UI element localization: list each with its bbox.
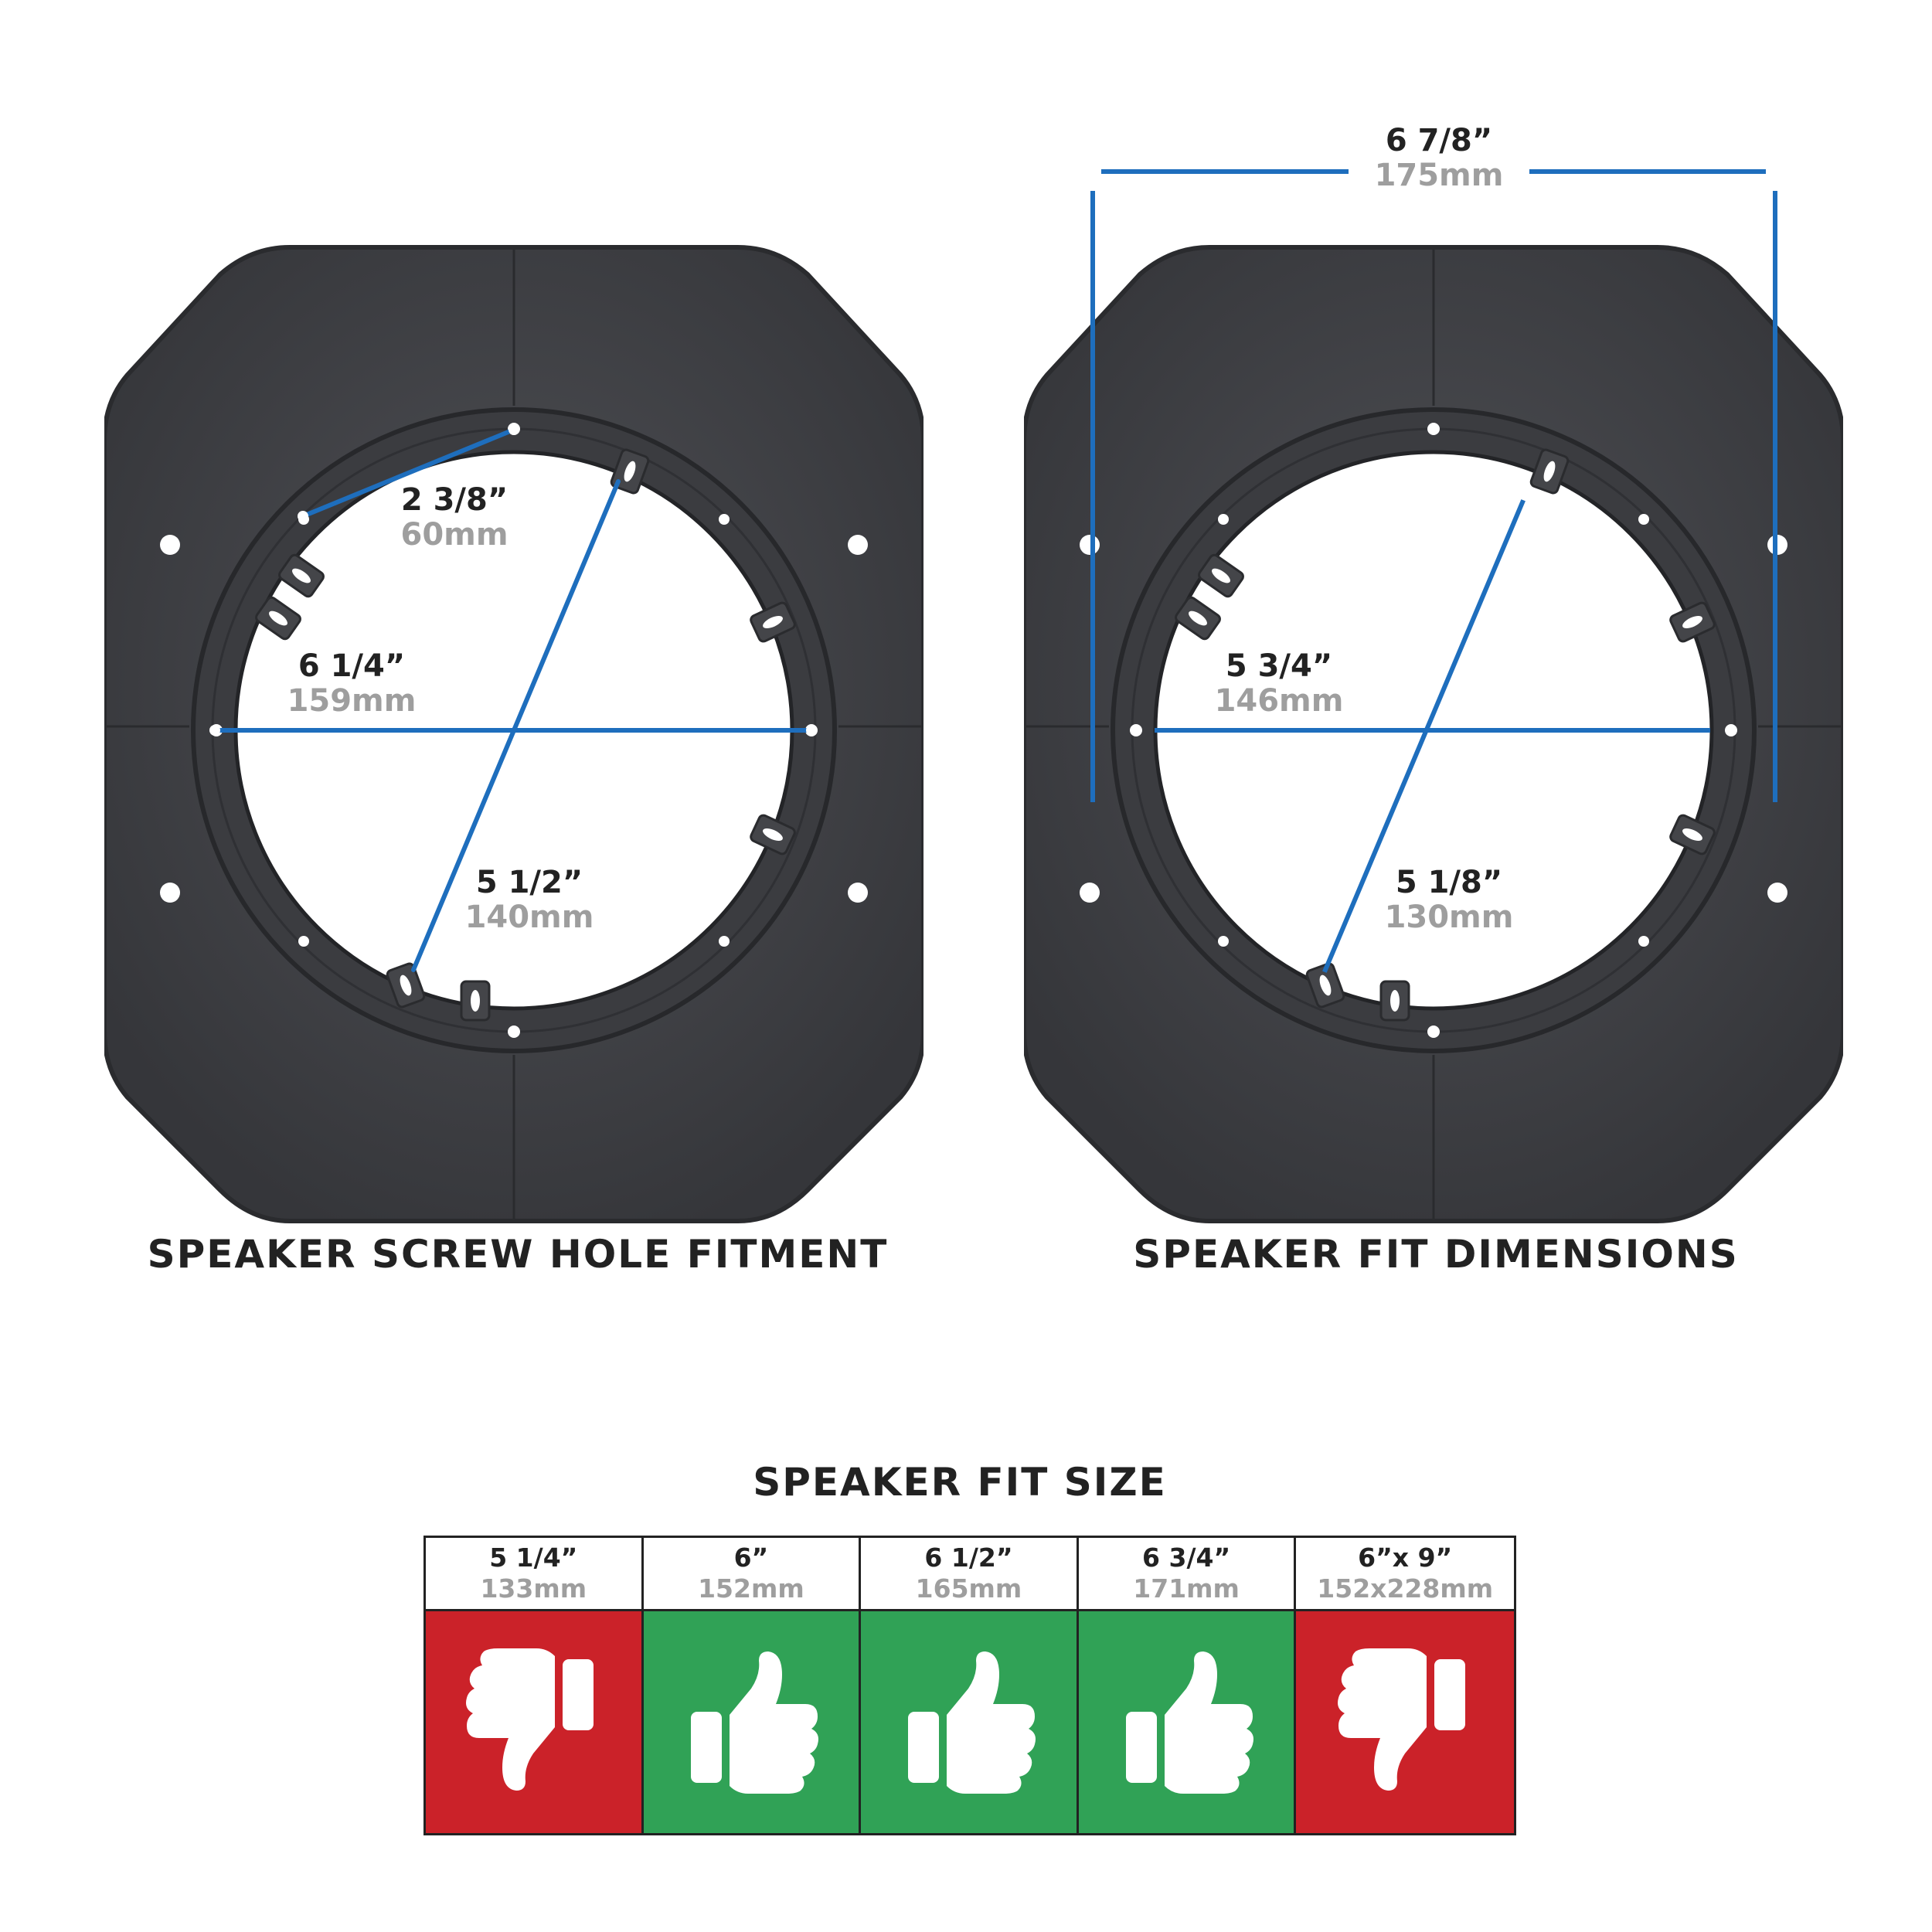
fit-size-mm: 152mm (698, 1573, 804, 1604)
fit-size-en: 5 1/4” (489, 1543, 578, 1573)
left-dim-1-mm: 60mm (400, 517, 508, 553)
fit-size-en: 6”x 9” (1358, 1543, 1453, 1573)
fit-table-title: SPEAKER FIT SIZE (753, 1460, 1167, 1505)
right-dim-1-en: 6 7/8” (1386, 123, 1492, 158)
right-dim-1-mm: 175mm (1375, 158, 1504, 193)
fit-col-header: 5 1/4”133mm (426, 1538, 644, 1611)
fit-result-cell (861, 1611, 1079, 1833)
fit-col-header: 6 3/4”171mm (1078, 1538, 1297, 1611)
left-dimension-lines (213, 427, 814, 972)
right-dim-2-en: 5 3/4” (1226, 648, 1332, 684)
right-dimension-lines (1090, 169, 1777, 973)
left-dim-1-en: 2 3/8” (401, 482, 508, 518)
left-dim-2-mm: 159mm (287, 683, 417, 719)
thumbs-up-icon (674, 1644, 828, 1801)
fit-result-cell (1078, 1611, 1297, 1833)
right-speaker-plate (1024, 247, 1843, 1221)
right-caption: SPEAKER FIT DIMENSIONS (1133, 1232, 1738, 1277)
fit-result-cell (426, 1611, 644, 1833)
fit-size-en: 6 3/4” (1142, 1543, 1231, 1573)
thumbs-down-icon (456, 1644, 611, 1801)
left-dim-2-en: 6 1/4” (298, 648, 405, 684)
fit-result-cell (1296, 1611, 1514, 1833)
fit-size-mm: 165mm (915, 1573, 1022, 1604)
right-dim-3-en: 5 1/8” (1396, 865, 1502, 900)
thumbs-up-icon (1109, 1644, 1264, 1801)
fit-col-header: 6”152mm (643, 1538, 862, 1611)
left-dim-3-mm: 140mm (465, 900, 594, 935)
fit-col-header: 6 1/2”165mm (861, 1538, 1079, 1611)
thumbs-down-icon (1328, 1644, 1482, 1801)
fit-size-en: 6 1/2” (924, 1543, 1013, 1573)
speaker-fit-table: 5 1/4”133mm 6”152mm 6 1/2”165mm 6 3/4”17… (423, 1536, 1516, 1835)
fit-result-cell (643, 1611, 862, 1833)
thumbs-up-icon (891, 1644, 1046, 1801)
left-caption: SPEAKER SCREW HOLE FITMENT (148, 1232, 889, 1277)
fit-size-mm: 133mm (480, 1573, 587, 1604)
dim-line-5-1-2 (411, 479, 621, 972)
left-dim-3-en: 5 1/2” (476, 865, 583, 900)
right-dim-3-mm: 130mm (1385, 900, 1514, 935)
right-dim-2-mm: 146mm (1215, 683, 1344, 719)
dim-line-5-1-8 (1322, 499, 1526, 973)
fit-col-header: 6”x 9”152x228mm (1296, 1538, 1514, 1611)
left-dimension-points (209, 424, 817, 736)
fit-size-en: 6” (733, 1543, 769, 1573)
fit-size-mm: 152x228mm (1317, 1573, 1494, 1604)
fit-size-mm: 171mm (1133, 1573, 1240, 1604)
dim-line-2-3-8 (301, 427, 516, 519)
